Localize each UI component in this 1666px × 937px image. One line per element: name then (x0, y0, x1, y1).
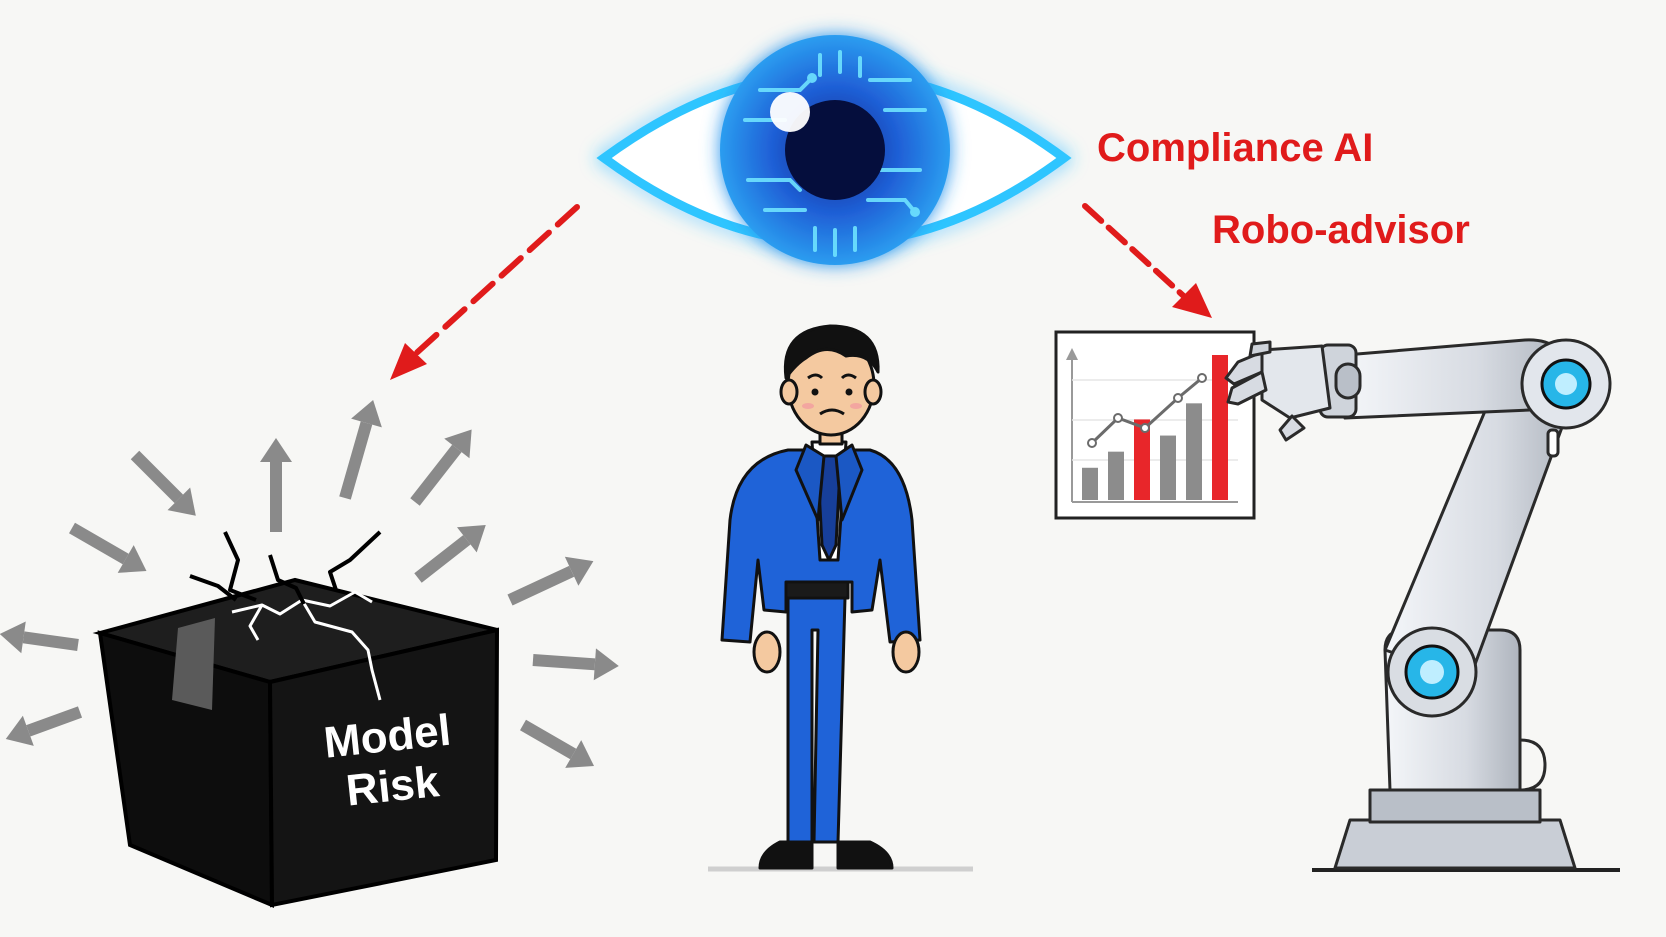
burst-arrow (5, 706, 83, 746)
burst-arrow (0, 621, 79, 654)
person-icon (708, 324, 973, 872)
red-arrow-left (390, 204, 580, 380)
red-arrow-right (1082, 203, 1212, 318)
burst-arrow (339, 399, 382, 500)
burst-arrow (260, 438, 292, 532)
robot-arm-icon (1224, 338, 1620, 872)
burst-arrows (0, 399, 619, 768)
box-icon (92, 530, 500, 909)
burst-arrow (69, 522, 147, 573)
eye-icon (596, 35, 1072, 265)
burst-arrow (410, 429, 472, 506)
burst-arrow (130, 450, 196, 516)
model-risk-label: Model Risk (295, 703, 484, 821)
burst-arrow (532, 648, 619, 681)
burst-arrow (414, 525, 486, 583)
chart-board-icon (1054, 330, 1256, 520)
burst-arrow (507, 556, 594, 606)
chart-board-bar (1186, 403, 1202, 500)
chart-board-bar (1082, 467, 1098, 500)
chart-board-bar (1160, 435, 1176, 500)
compliance-ai-label: Compliance AI (1097, 126, 1374, 170)
chart-board-bar (1134, 419, 1150, 500)
robo-advisor-label: Robo-advisor (1212, 208, 1470, 252)
chart-board-bar (1108, 451, 1124, 500)
burst-arrow (520, 719, 595, 768)
chart-board-bar (1212, 355, 1228, 500)
chart-board-bars (1082, 355, 1228, 500)
